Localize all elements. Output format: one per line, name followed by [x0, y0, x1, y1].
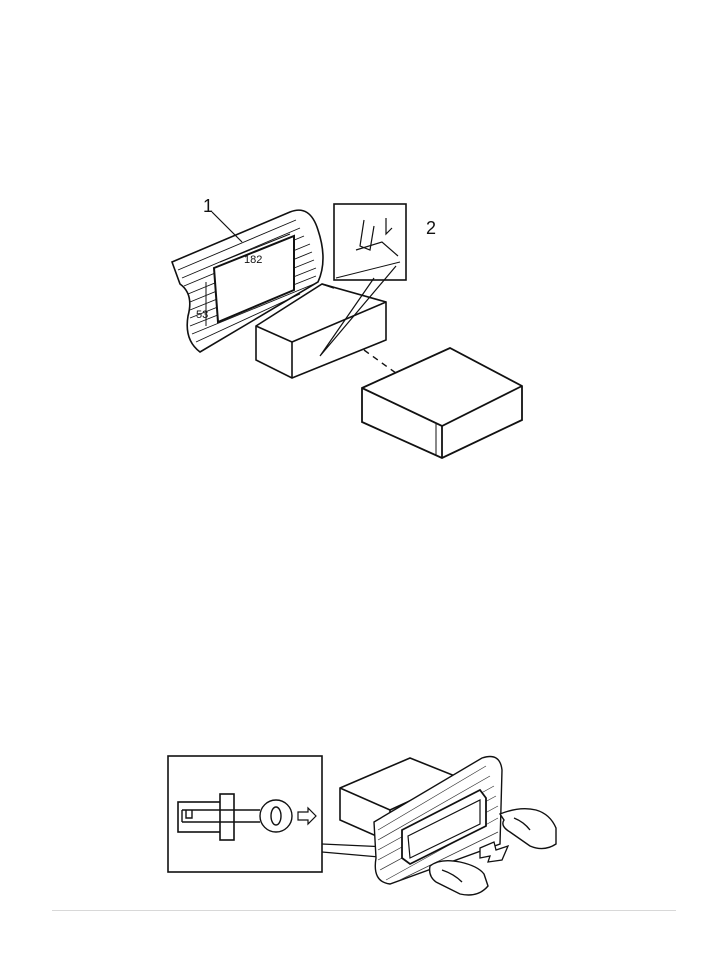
- key-inset: [168, 756, 322, 872]
- dimension-height-label: 53: [196, 309, 208, 321]
- right-hand: [500, 809, 556, 849]
- callout-1-label: 1: [203, 196, 213, 216]
- dimension-width-label: 182: [244, 254, 262, 266]
- callout-1-leader: [212, 212, 242, 242]
- installation-illustration: 1 182 53 2: [160, 190, 560, 470]
- removal-illustration: [164, 748, 564, 908]
- callout-2-label: 2: [426, 218, 436, 238]
- insertion-dashed-line: [364, 350, 400, 376]
- left-hand: [430, 861, 488, 895]
- removal-figure: [164, 748, 564, 908]
- installation-figure: 1 182 53 2: [160, 190, 560, 470]
- tab-detail-inset: [334, 204, 406, 280]
- head-unit: [362, 348, 522, 458]
- footer-divider: [52, 910, 676, 911]
